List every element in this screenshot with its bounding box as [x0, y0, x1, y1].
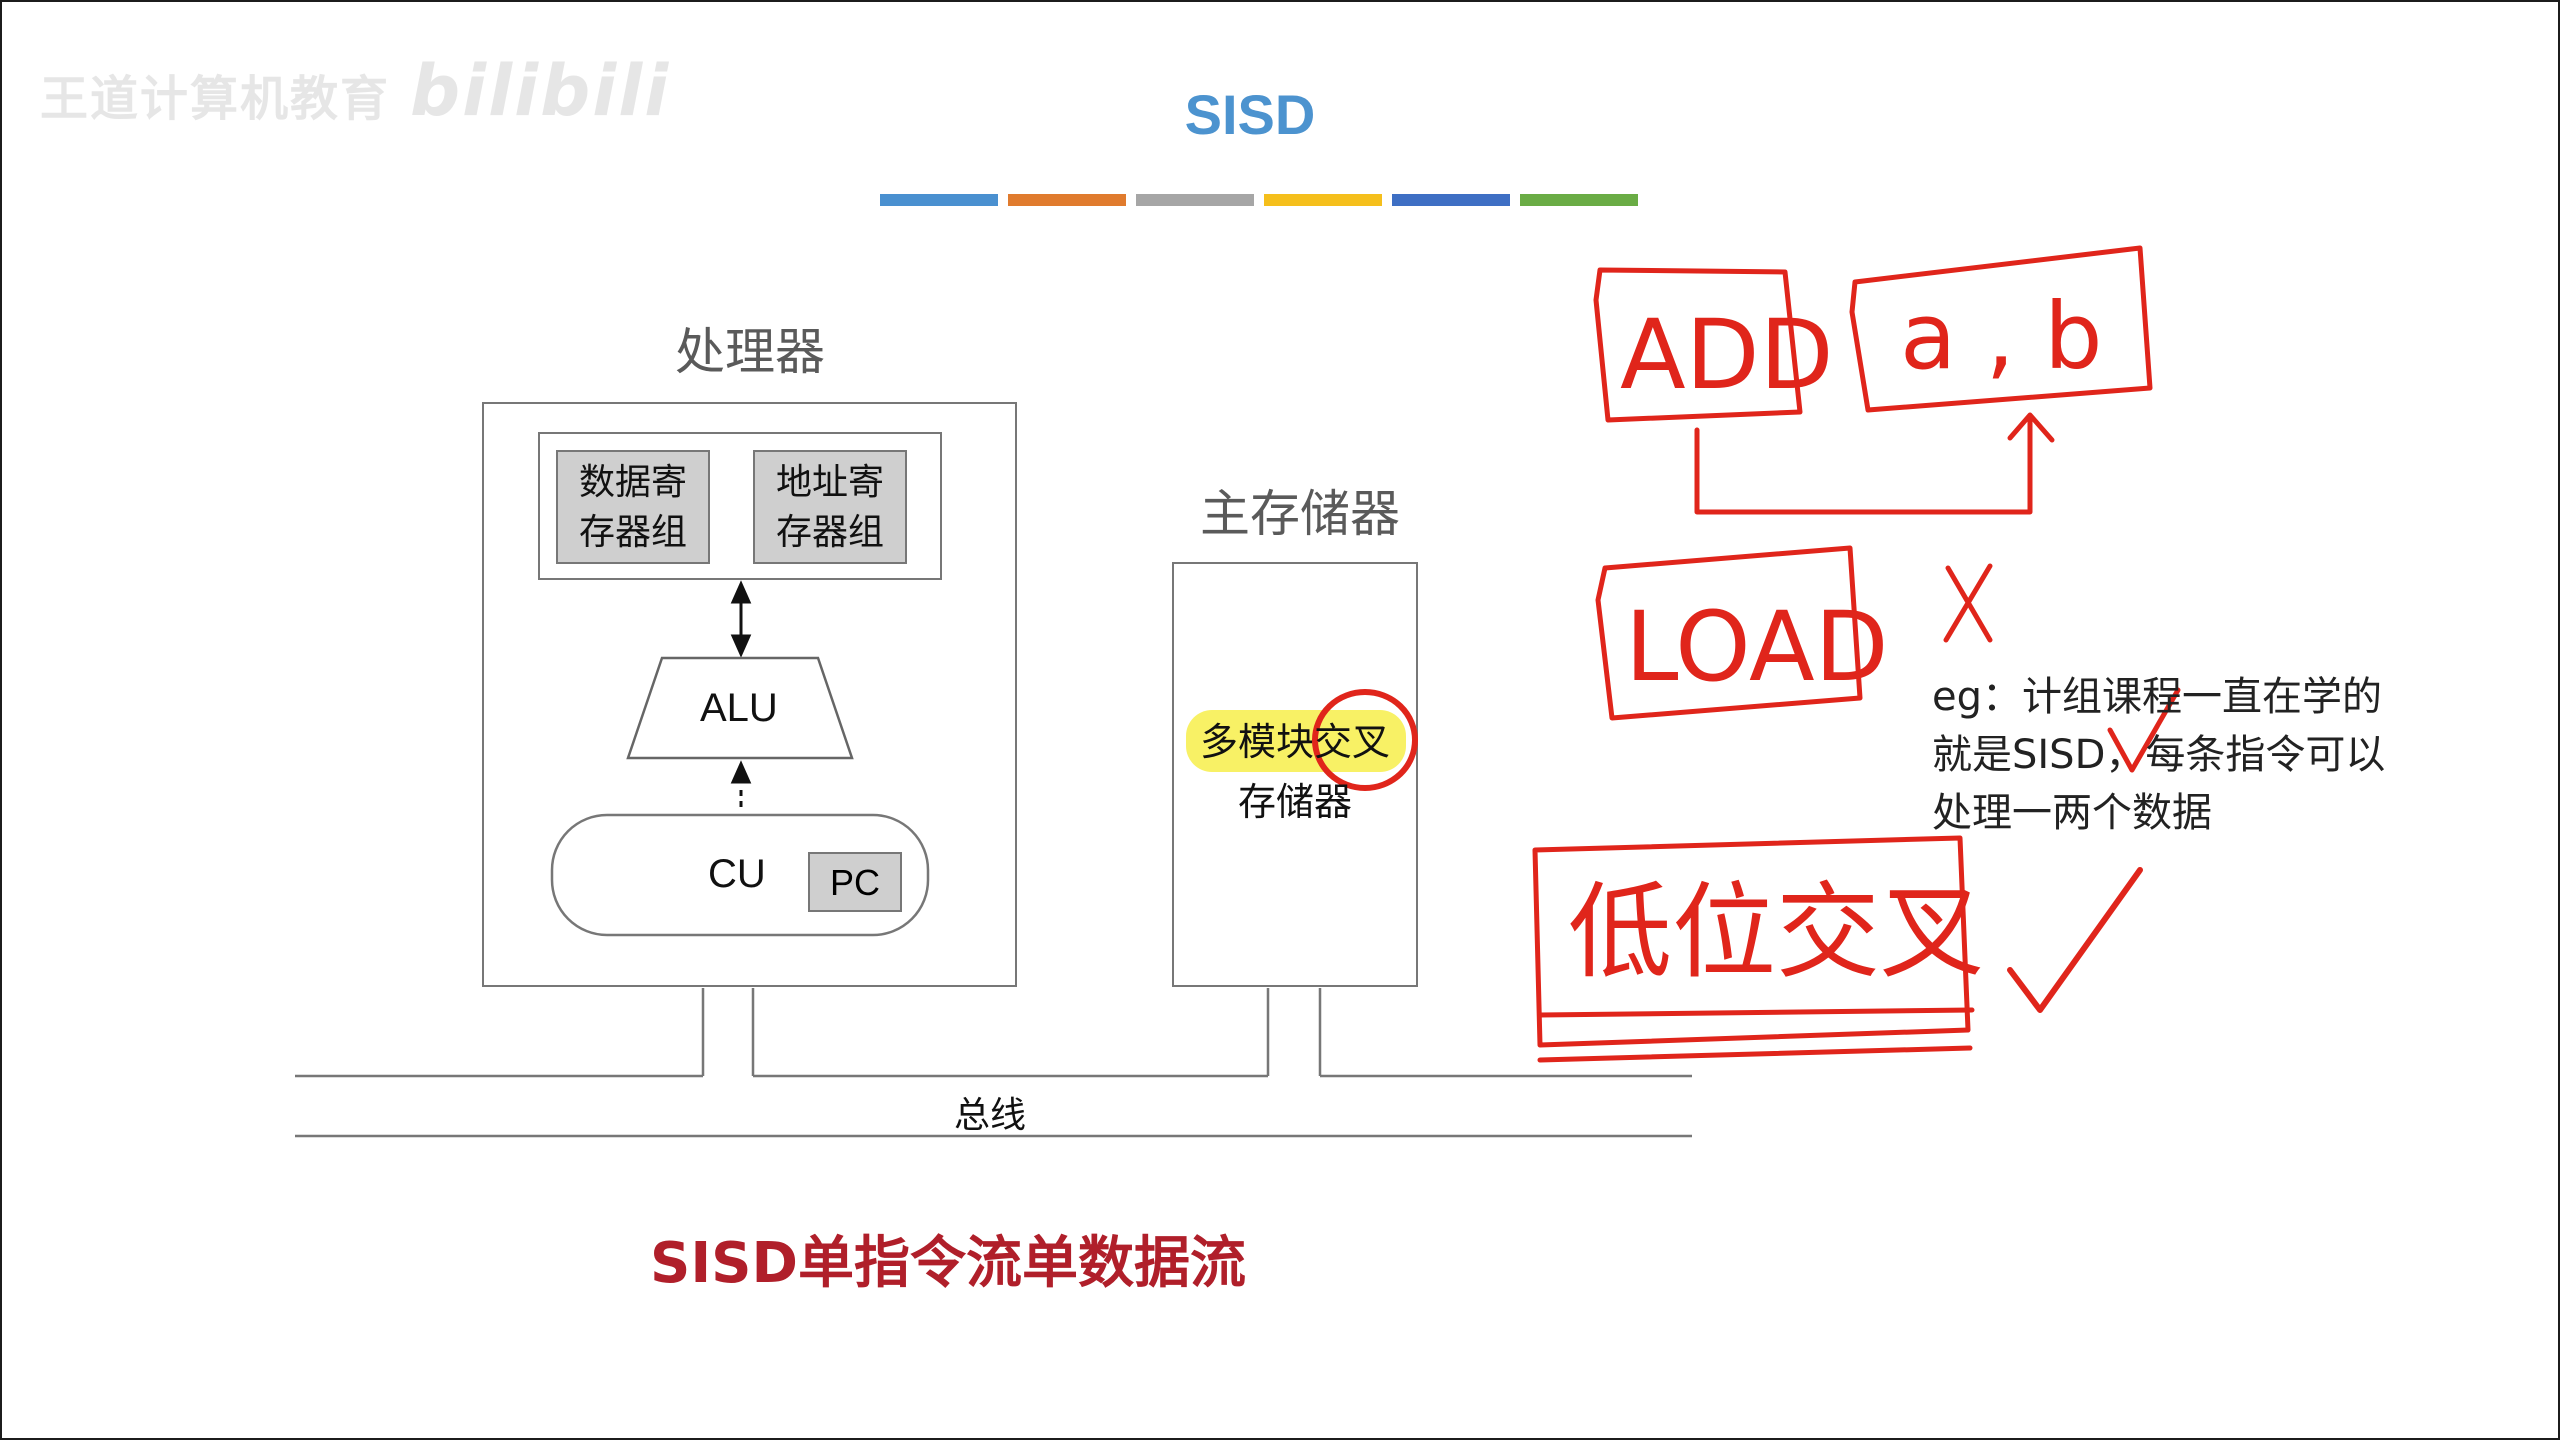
memory-text: 多模块交叉 存储器	[1172, 712, 1418, 832]
cu-label: CU	[708, 852, 766, 896]
add-handwriting: ADD	[1620, 299, 1834, 411]
watermark-text: 王道计算机教育	[40, 71, 391, 127]
slide-subtitle: SISD单指令流单数据流	[650, 1231, 1246, 1296]
data-register-line2: 存器组	[578, 512, 687, 553]
note-line3: 处理一两个数据	[1932, 790, 2212, 836]
color-bar-1	[880, 194, 998, 206]
data-register-line1: 数据寄	[578, 462, 687, 503]
system-bus	[295, 988, 1692, 1138]
add-to-operand-arrow	[1694, 412, 2055, 515]
register-alu-arrow	[730, 580, 752, 658]
operand-handwriting: a , b	[1900, 283, 2103, 390]
low-interleave-underline	[1537, 1007, 1975, 1063]
main-memory-box	[1172, 562, 1418, 987]
cu-alu-arrow	[730, 760, 752, 812]
slide-title: SISD	[1184, 83, 1316, 146]
add-box	[1593, 267, 1803, 423]
note-line1: eg：计组课程一直在学的	[1932, 674, 2382, 720]
operand-box	[1849, 245, 2153, 413]
color-bar-3	[1136, 194, 1254, 206]
bus-label: 总线	[954, 1095, 1027, 1136]
handwritten-annotations	[1312, 245, 2181, 1063]
big-check-mark	[2007, 867, 2143, 1013]
alu-label: ALU	[700, 686, 778, 730]
watermark: 王道计算机教育 bilibili	[40, 50, 670, 132]
memory-highlight	[1186, 710, 1406, 772]
load-handwriting: LOAD	[1625, 591, 1889, 703]
color-bar-4	[1264, 194, 1382, 206]
address-register-line1: 地址寄	[775, 462, 884, 503]
bilibili-logo: bilibili	[410, 50, 671, 132]
alu-shape	[626, 656, 854, 760]
handwritten-note: eg：计组课程一直在学的 就是SISD，每条指令可以 处理一两个数据	[1932, 668, 2492, 842]
address-register-line2: 存器组	[775, 512, 884, 553]
main-memory-label: 主存储器	[1200, 485, 1400, 543]
low-interleave-box	[1532, 835, 1971, 1048]
handwritten-text: ADD a , b LOAD 低位交叉	[1568, 283, 2103, 993]
color-bar-6	[1520, 194, 1638, 206]
color-bar-5	[1392, 194, 1510, 206]
data-register-group: 数据寄 存器组	[556, 450, 710, 564]
processor-label: 处理器	[675, 323, 825, 381]
pc-register: PC	[808, 852, 902, 912]
cross-mark	[1943, 563, 1993, 643]
note-check-mark	[2107, 687, 2181, 773]
circle-around-cross	[1312, 689, 1418, 791]
load-box	[1595, 545, 1863, 721]
memory-line2: 存储器	[1237, 780, 1352, 824]
address-register-group: 地址寄 存器组	[753, 450, 907, 564]
note-line2: 就是SISD，每条指令可以	[1932, 732, 2386, 778]
low-interleave-handwriting: 低位交叉	[1568, 871, 1984, 993]
color-bar-2	[1008, 194, 1126, 206]
memory-line1: 多模块交叉	[1199, 720, 1390, 764]
